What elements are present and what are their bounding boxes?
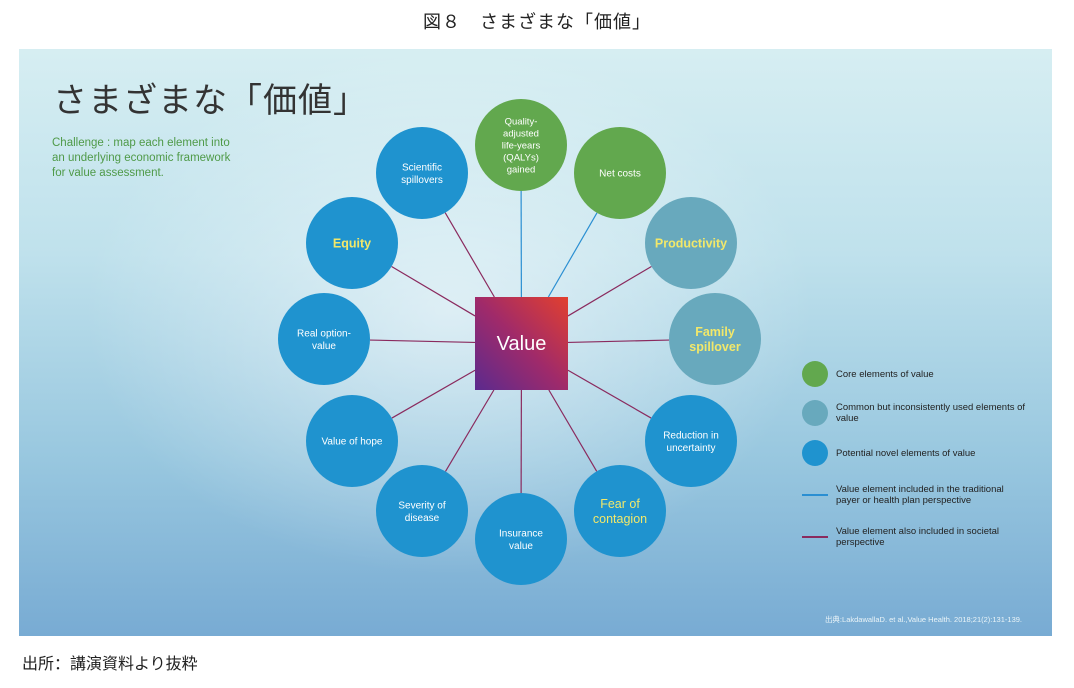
- challenge-text: Challenge : map each element into an und…: [52, 137, 231, 179]
- citation: 出典:LakdawallaD. et al.,Value Health. 201…: [824, 615, 1022, 624]
- legend-traditional-label: Value element included in the traditiona…: [836, 484, 1004, 506]
- node-circle-severity: [376, 465, 468, 557]
- node-circle-scientific: [376, 127, 468, 219]
- node-circle-reduction: [645, 395, 737, 487]
- spoke-line-scientific: [444, 212, 495, 298]
- spoke-line-severity: [444, 389, 495, 472]
- source-note: 出所：講演資料より抜粋: [22, 654, 198, 673]
- node-label-equity: Equity: [333, 236, 371, 250]
- node-circle-hope: [306, 395, 398, 487]
- legend-novel-swatch: [802, 440, 828, 466]
- node-circle-equity: [306, 197, 398, 289]
- legend-societal-label: Value element also included in societal …: [836, 526, 1000, 548]
- spoke-line-productivity: [567, 265, 652, 317]
- legend-traditional: Value element included in the traditiona…: [802, 484, 1026, 506]
- node-hope: Value of hope: [306, 395, 398, 487]
- legend-societal-swatch: [802, 536, 828, 538]
- node-circle-qaly: [475, 99, 567, 191]
- node-label-netcosts: Net costs: [599, 169, 641, 180]
- spoke-line-hope: [391, 369, 476, 419]
- legend-traditional-swatch: [802, 494, 828, 496]
- spoke-line-netcosts: [547, 212, 598, 298]
- center-value-box: [475, 297, 568, 390]
- spoke-line-reduction: [567, 369, 652, 419]
- node-realoption: Real option-value: [278, 293, 370, 385]
- node-circle-netcosts: [574, 127, 666, 219]
- spoke-line-family: [567, 339, 670, 344]
- legend-novel: Potential novel elements of value: [802, 440, 1026, 466]
- node-label-productivity: Productivity: [655, 236, 727, 250]
- spoke-line-realoption: [369, 339, 476, 344]
- legend-common-swatch: [802, 400, 828, 426]
- slide: さまざまな「価値」 Challenge : map each element i…: [19, 49, 1052, 636]
- node-productivity: Productivity: [645, 197, 737, 289]
- spoke-line-fear: [548, 389, 598, 472]
- legend-core: Core elements of value: [802, 361, 1026, 387]
- legend-novel-label: Potential novel elements of value: [836, 447, 976, 459]
- spoke-lines: [369, 190, 670, 494]
- node-circle-productivity: [645, 197, 737, 289]
- node-circle-insurance: [475, 493, 567, 585]
- legend-societal: Value element also included in societal …: [802, 526, 1026, 548]
- slide-title: さまざまな「価値」: [53, 81, 368, 121]
- legend-common-label: Common but inconsistently used elements …: [836, 402, 1026, 424]
- node-label-hope: Value of hope: [322, 437, 383, 448]
- figure-caption: 図８ さまざまな「価値」: [423, 12, 651, 33]
- legend-core-label: Core elements of value: [836, 368, 934, 380]
- node-circle-fear: [574, 465, 666, 557]
- node-circle-family: [669, 293, 761, 385]
- node-equity: Equity: [306, 197, 398, 289]
- node-label-realoption: Real option-value: [297, 328, 351, 352]
- node-circle-realoption: [278, 293, 370, 385]
- center-value-label: Value: [497, 333, 547, 355]
- spoke-line-equity: [391, 265, 476, 317]
- legend-common: Common but inconsistently used elements …: [802, 400, 1026, 426]
- legend-core-swatch: [802, 361, 828, 387]
- node-netcosts: Net costs: [574, 127, 666, 219]
- center-node: Value: [475, 297, 568, 390]
